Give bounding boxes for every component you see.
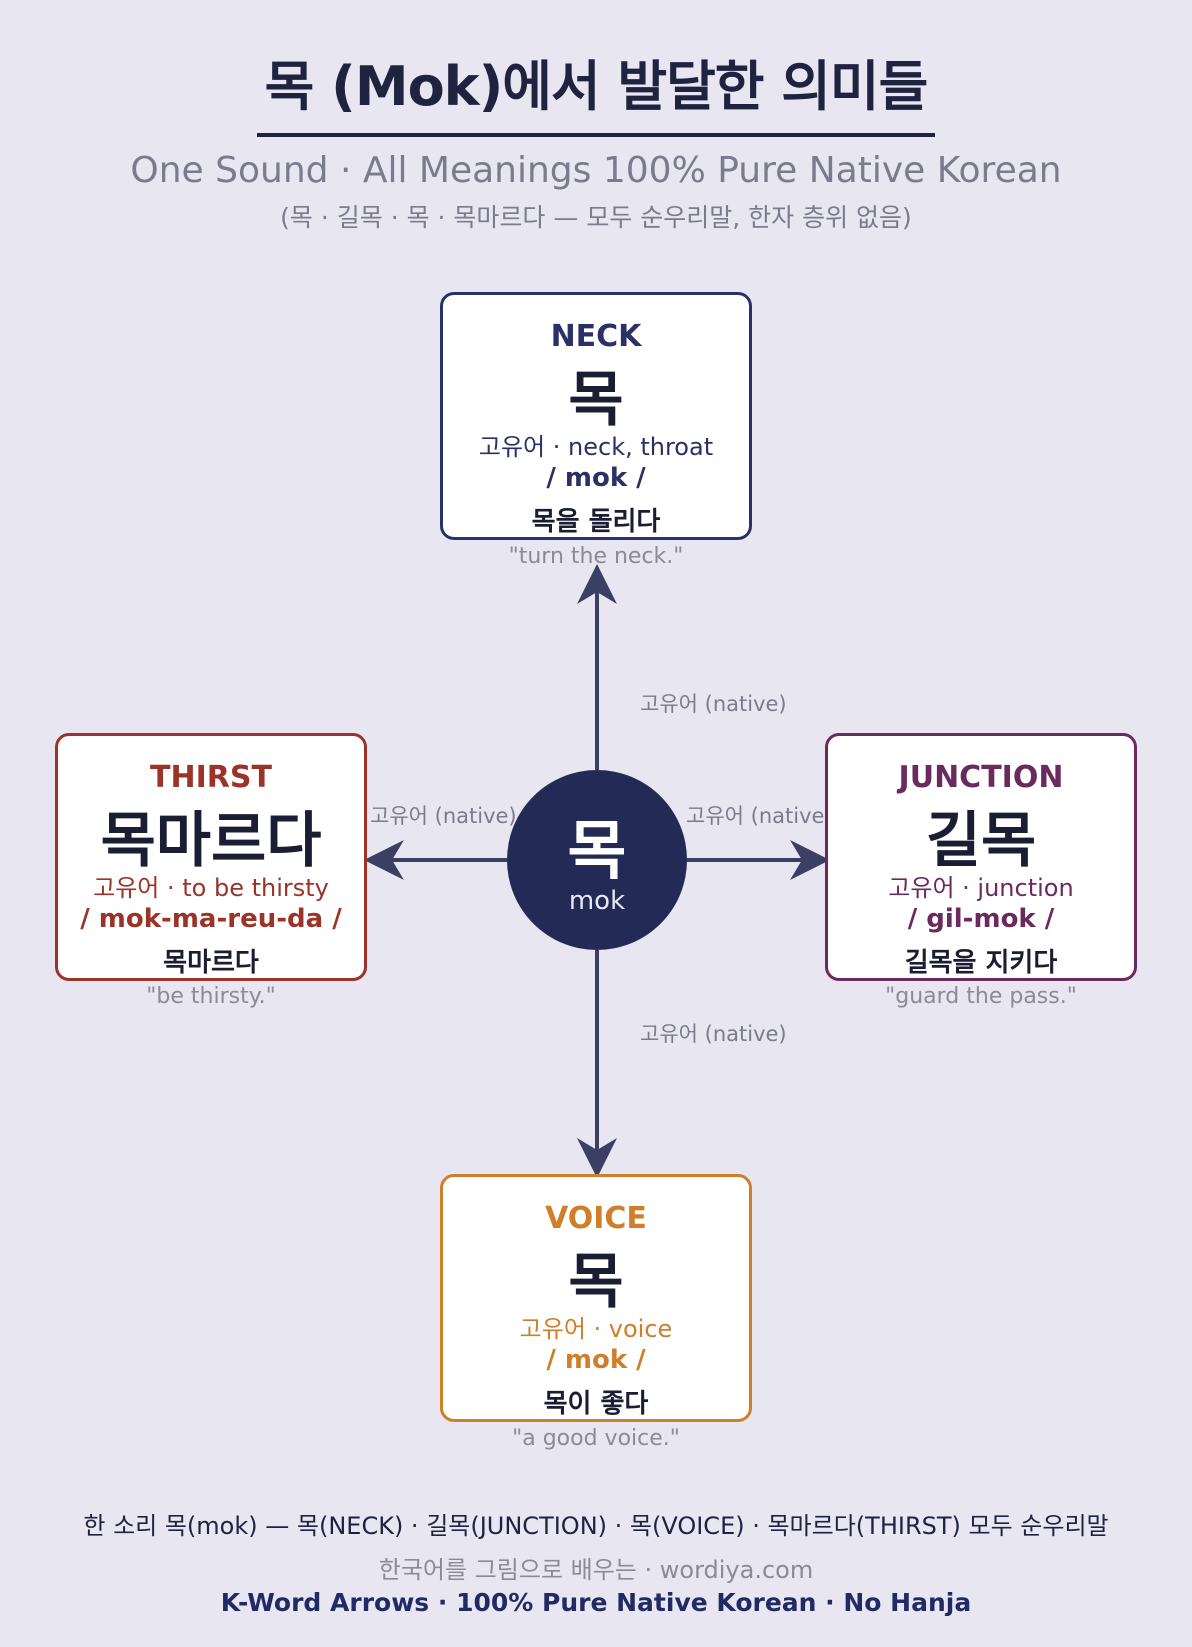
- card-gloss: 고유어 · to be thirsty: [93, 874, 329, 902]
- hub-circle: 목 mok: [507, 770, 687, 950]
- translation-neck: "turn the neck.": [508, 544, 684, 569]
- card-label: VOICE: [545, 1201, 647, 1236]
- card-romanization: / mok-ma-reu-da /: [80, 904, 342, 934]
- edge-label-thirst: 고유어 (native): [370, 804, 517, 828]
- translation-voice: "a good voice.": [512, 1426, 680, 1451]
- card-word: 목: [568, 365, 624, 435]
- card-word: 목: [568, 1247, 624, 1317]
- translation-thirst: "be thirsty.": [146, 984, 276, 1009]
- card-label: NECK: [550, 319, 642, 354]
- card-word: 길목: [925, 806, 1037, 876]
- card-romanization: / gil-mok /: [907, 904, 1055, 934]
- edge-label-junction: 고유어 (native): [686, 804, 833, 828]
- edge-label-voice: 고유어 (native): [640, 1022, 787, 1046]
- footer-summary: 한 소리 목(mok) — 목(NECK) · 길목(JUNCTION) · 목…: [83, 1512, 1109, 1540]
- card-example: 목을 돌리다: [531, 507, 661, 537]
- card-gloss: 고유어 · junction: [888, 874, 1074, 902]
- card-romanization: / mok /: [546, 1345, 646, 1375]
- card-thirst: THIRST 목마르다 고유어 · to be thirsty / mok-ma…: [55, 733, 367, 981]
- hub-word: 목: [567, 815, 627, 889]
- card-label: JUNCTION: [898, 760, 1064, 795]
- card-romanization: / mok /: [546, 463, 646, 493]
- page-title: 목 (Mok)에서 발달한 의미들: [256, 42, 936, 137]
- card-example: 목이 좋다: [543, 1389, 649, 1419]
- card-word: 목마르다: [100, 806, 322, 876]
- card-example: 목마르다: [163, 948, 259, 978]
- footer-brand: K-Word Arrows · 100% Pure Native Korean …: [220, 1588, 972, 1617]
- card-gloss: 고유어 · neck, throat: [478, 433, 714, 461]
- card-gloss: 고유어 · voice: [519, 1315, 673, 1343]
- edge-label-neck: 고유어 (native): [640, 692, 787, 716]
- card-junction: JUNCTION 길목 고유어 · junction / gil-mok / 길…: [825, 733, 1137, 981]
- hub-romanization: mok: [568, 886, 626, 916]
- subtitle: One Sound · All Meanings 100% Pure Nativ…: [130, 150, 1062, 191]
- card-label: THIRST: [150, 760, 272, 795]
- subtitle-korean: (목 · 길목 · 목 · 목마르다 — 모두 순우리말, 한자 층위 없음): [280, 203, 912, 232]
- card-voice: VOICE 목 고유어 · voice / mok / 목이 좋다: [440, 1174, 752, 1422]
- translation-junction: "guard the pass.": [885, 984, 1077, 1009]
- footer-site: 한국어를 그림으로 배우는 · wordiya.com: [378, 1556, 814, 1584]
- page-title-wrap: 목 (Mok)에서 발달한 의미들: [0, 42, 1192, 137]
- card-example: 길목을 지키다: [904, 948, 1058, 978]
- card-neck: NECK 목 고유어 · neck, throat / mok / 목을 돌리다: [440, 292, 752, 540]
